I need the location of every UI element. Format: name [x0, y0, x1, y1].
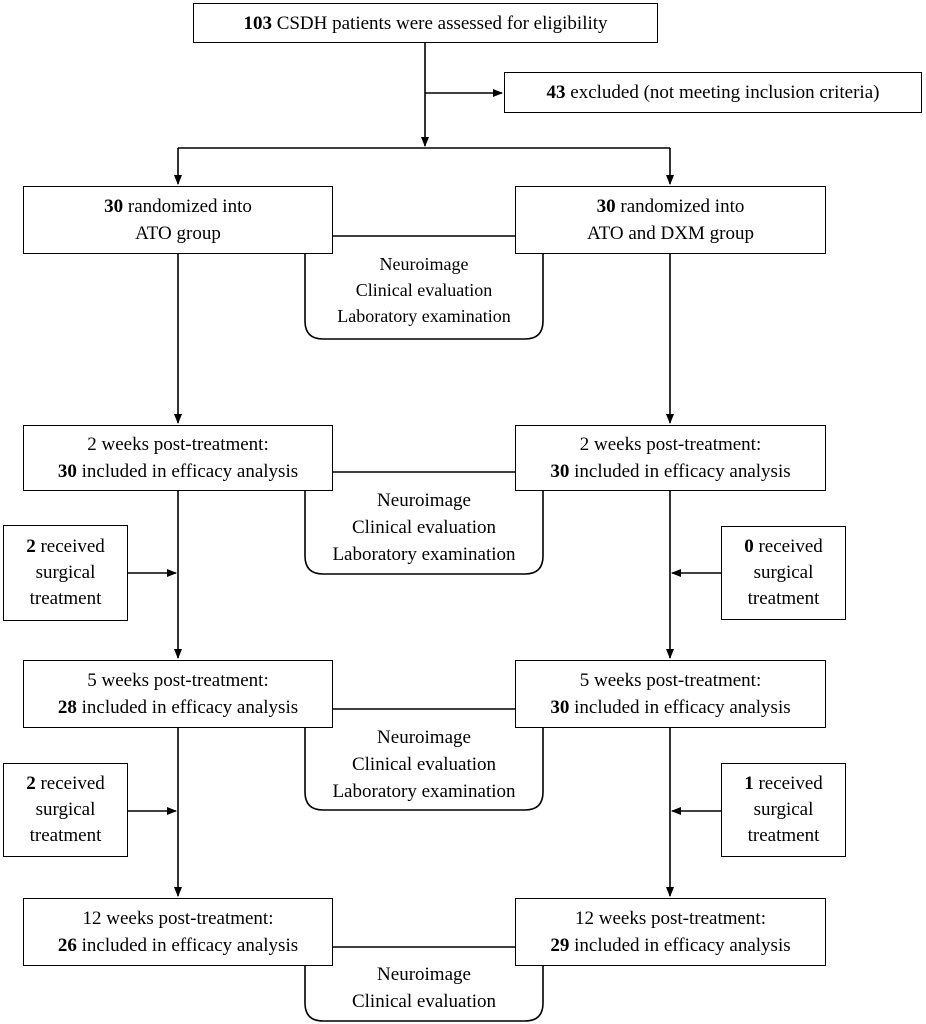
left-week12-box: 12 weeks post-treatment: 26 included in …: [23, 898, 333, 966]
left-randomized-line1: 30 randomized into: [104, 193, 252, 220]
excluded-line: 43 excluded (not meeting inclusion crite…: [547, 79, 880, 106]
right-week5-box: 5 weeks post-treatment: 30 included in e…: [515, 660, 826, 728]
left-surgical-week5-text: received: [40, 773, 105, 794]
right-week2-count: 30: [550, 461, 570, 482]
assessment-laboratory-examination: Laboratory examination: [337, 306, 511, 326]
right-surgical-week5-line3: treatment: [747, 825, 820, 846]
assessment-bracket-week2: [304, 491, 544, 575]
left-week2-line2: 30 included in efficacy analysis: [58, 458, 298, 485]
left-randomized-text: randomized into: [127, 196, 252, 217]
right-surgical-week2-line3: treatment: [747, 588, 820, 609]
right-surgical-week2-box: 0 received surgical treatment: [721, 526, 846, 620]
left-week5-text: included in efficacy analysis: [81, 697, 299, 718]
assessment-list-week12: Neuroimage Clinical evaluation: [305, 961, 543, 1015]
left-week12-text: included in efficacy analysis: [81, 935, 299, 956]
assessment-list-week2: Neuroimage Clinical evaluation Laborator…: [305, 487, 543, 568]
assessment-clinical-evaluation: Clinical evaluation: [355, 280, 493, 300]
right-surgical-week2-line1: 0 received: [744, 534, 823, 560]
assessment-list-week5: Neuroimage Clinical evaluation Laborator…: [305, 724, 543, 805]
assessment-bracket-week5: [304, 728, 544, 811]
left-week5-box: 5 weeks post-treatment: 28 included in e…: [23, 660, 333, 728]
left-surgical-week5-box: 2 received surgical treatment: [3, 763, 128, 857]
left-surgical-week2-line1: 2 received: [26, 534, 105, 560]
right-week5-text: included in efficacy analysis: [574, 697, 791, 718]
assessed-text: CSDH patients were assessed for eligibil…: [276, 12, 608, 34]
left-surgical-week5-line2: surgical: [35, 799, 96, 820]
left-week2-box: 2 weeks post-treatment: 30 included in e…: [23, 425, 333, 491]
left-surgical-week2-box: 2 received surgical treatment: [3, 525, 128, 621]
right-week12-title: 12 weeks post-treatment:: [574, 908, 766, 929]
right-surgical-week5-count: 1: [744, 773, 754, 794]
left-surgical-week5-count: 2: [26, 773, 36, 794]
right-week12-count: 29: [550, 935, 570, 956]
left-week5-line2: 28 included in efficacy analysis: [58, 694, 298, 721]
left-surgical-week2-text: received: [40, 536, 105, 557]
right-randomized-text: randomized into: [620, 196, 745, 217]
left-randomized-group: ATO group: [135, 223, 221, 244]
right-surgical-week5-text: received: [758, 773, 823, 794]
right-surgical-week5-line2: surgical: [753, 799, 814, 820]
assessment-laboratory-examination: Laboratory examination: [332, 781, 516, 802]
right-surgical-week5-box: 1 received surgical treatment: [721, 763, 846, 857]
left-surgical-week2-line3: treatment: [29, 588, 102, 609]
right-week12-box: 12 weeks post-treatment: 29 included in …: [515, 898, 826, 966]
left-week5-count: 28: [57, 697, 77, 718]
assessment-clinical-evaluation: Clinical evaluation: [351, 517, 497, 538]
left-week12-title: 12 weeks post-treatment:: [82, 908, 274, 929]
right-randomized-group: ATO and DXM group: [587, 223, 754, 244]
assessment-neuroimage: Neuroimage: [377, 964, 471, 985]
right-surgical-week5-line1: 1 received: [744, 771, 823, 797]
excluded-box: 43 excluded (not meeting inclusion crite…: [504, 72, 922, 113]
left-randomized-count: 30: [104, 196, 124, 217]
assessment-clinical-evaluation: Clinical evaluation: [351, 754, 497, 775]
right-surgical-week2-line2: surgical: [753, 562, 814, 583]
assessed-count: 103: [243, 12, 272, 34]
left-week2-count: 30: [57, 461, 77, 482]
right-randomized-count: 30: [596, 196, 616, 217]
assessment-neuroimage: Neuroimage: [377, 490, 471, 511]
right-week5-line2: 30 included in efficacy analysis: [550, 694, 790, 721]
right-week12-text: included in efficacy analysis: [574, 935, 791, 956]
left-week12-count: 26: [57, 935, 77, 956]
assessed-box: 103 CSDH patients were assessed for elig…: [193, 3, 658, 43]
left-week5-title: 5 weeks post-treatment:: [87, 670, 269, 691]
left-surgical-week5-line3: treatment: [29, 825, 102, 846]
assessed-line: 103 CSDH patients were assessed for elig…: [243, 10, 607, 37]
assessment-neuroimage: Neuroimage: [377, 727, 471, 748]
assessment-clinical-evaluation: Clinical evaluation: [351, 991, 497, 1012]
right-week5-count: 30: [550, 697, 570, 718]
right-week12-line2: 29 included in efficacy analysis: [550, 932, 790, 959]
left-surgical-week2-line2: surgical: [35, 562, 96, 583]
right-week2-line2: 30 included in efficacy analysis: [550, 458, 790, 485]
left-week12-line2: 26 included in efficacy analysis: [58, 932, 298, 959]
right-week2-box: 2 weeks post-treatment: 30 included in e…: [515, 425, 826, 491]
assessment-neuroimage: Neuroimage: [379, 254, 469, 274]
excluded-count: 43: [546, 82, 566, 103]
right-surgical-week2-count: 0: [744, 536, 754, 557]
left-randomized-box: 30 randomized into ATO group: [23, 186, 333, 254]
right-surgical-week2-text: received: [758, 536, 823, 557]
left-week2-text: included in efficacy analysis: [81, 461, 299, 482]
left-week2-title: 2 weeks post-treatment:: [87, 434, 269, 455]
right-randomized-box: 30 randomized into ATO and DXM group: [515, 186, 826, 254]
right-week5-title: 5 weeks post-treatment:: [579, 670, 762, 691]
assessment-list-baseline: Neuroimage Clinical evaluation Laborator…: [305, 251, 543, 329]
assessment-bracket-week12: [304, 966, 544, 1022]
assessment-bracket-baseline: [304, 254, 544, 340]
left-surgical-week5-line1: 2 received: [26, 771, 105, 797]
right-week2-title: 2 weeks post-treatment:: [579, 434, 762, 455]
right-week2-text: included in efficacy analysis: [574, 461, 791, 482]
left-surgical-week2-count: 2: [26, 536, 36, 557]
excluded-text: excluded (not meeting inclusion criteria…: [570, 82, 880, 103]
right-randomized-line1: 30 randomized into: [597, 193, 745, 220]
assessment-laboratory-examination: Laboratory examination: [332, 544, 516, 565]
